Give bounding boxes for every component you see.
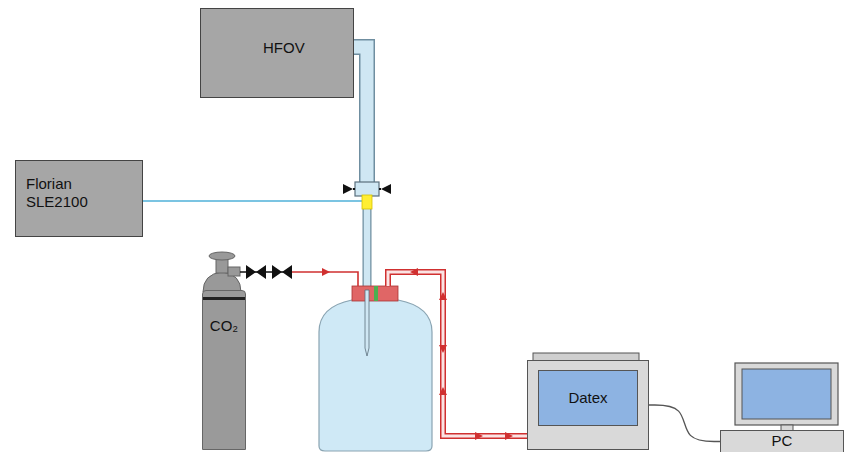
connector-knob-stem [379,188,381,190]
flow-sensor [362,195,372,209]
endotracheal-tube-outline [363,196,372,290]
node-label: PC [721,432,843,450]
node-label: CO₂ [203,317,245,335]
valve-outlet [228,267,240,276]
tee-connector [355,182,379,196]
endotracheal-tube [364,196,371,290]
pc-screen [742,369,831,419]
node-label: Florian SLE2100 [26,175,116,211]
bottle-stopper [352,286,398,301]
tube-tip [365,290,369,356]
flow-arrow [322,268,330,276]
lung-bottle [319,300,432,451]
connector-knob [343,184,391,194]
sensor-box: Florian SLE2100 [15,160,143,237]
gas-monitor: Datex [527,360,649,450]
valve-symbol [272,265,292,279]
sampling-tube [388,272,527,436]
stopper-port [374,286,378,301]
pc-base: PC [720,430,844,452]
sensor-cable [143,200,362,202]
connector-knob-stem [353,188,355,190]
valve-handle [209,252,235,260]
data-cable [649,405,720,442]
gas-cylinder: CO₂ [202,290,246,450]
valve-symbol [246,265,266,279]
node-label: HFOV [263,39,353,57]
ventilator-box: HFOV [200,8,354,98]
flow-arrows [410,268,513,440]
pc-monitor [735,363,838,425]
sampling-tube-outline [388,272,527,436]
node-label: Datex [538,370,638,426]
